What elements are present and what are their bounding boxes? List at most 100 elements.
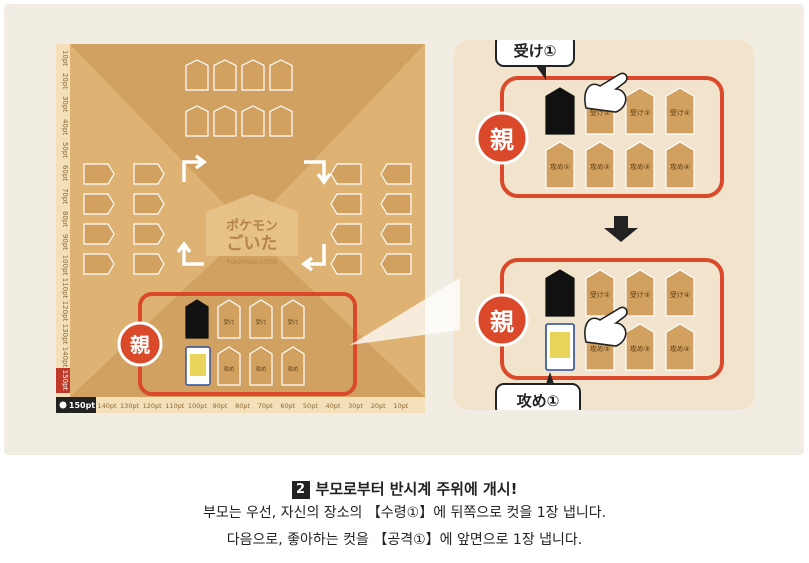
bottom-callout-pointer bbox=[546, 372, 554, 384]
my-lower-slot bbox=[217, 346, 241, 386]
diagram-lower-slot-label: 攻め① bbox=[550, 162, 570, 171]
parent-badge bbox=[117, 321, 163, 367]
bottom-callout-box bbox=[495, 383, 581, 410]
bottom-scale-tick: 30pt bbox=[348, 402, 363, 410]
side-scale-highlight bbox=[56, 368, 70, 393]
pokemon-card-art bbox=[190, 354, 206, 376]
opponent-side-slot bbox=[83, 253, 115, 275]
opponent-side-slot bbox=[83, 163, 115, 185]
diagram-lower-slot bbox=[625, 323, 655, 371]
diagram-lower-slot bbox=[665, 323, 695, 371]
opponent-side-slot bbox=[133, 193, 165, 215]
opponent-slot bbox=[213, 105, 237, 137]
bottom-scale-tick: 20pt bbox=[371, 402, 386, 410]
opponent-side-slot bbox=[133, 223, 165, 245]
top-callout-label: 受け① bbox=[514, 42, 557, 60]
top-callout-pointer bbox=[536, 66, 546, 80]
bottom-scale-tick: 60pt bbox=[280, 402, 295, 410]
diagram-lower-slot-label: 攻め③ bbox=[630, 162, 650, 171]
my-upper-slot-label: 受け bbox=[223, 318, 235, 326]
opponent-side-slot bbox=[330, 223, 362, 245]
opponent-side-slot bbox=[330, 193, 362, 215]
bottom-scale-tick: 90pt bbox=[213, 402, 228, 410]
side-scale-tick: 30pt bbox=[61, 96, 69, 112]
diagram-lower-slot bbox=[545, 141, 575, 189]
diagram-upper-slot bbox=[625, 269, 655, 317]
opponent-side-slot bbox=[380, 253, 412, 275]
side-scale-tick: 70pt bbox=[61, 188, 69, 204]
turn-arrow-icon bbox=[182, 244, 204, 266]
pokemon-card-art bbox=[550, 332, 570, 358]
opponent-slot bbox=[185, 105, 209, 137]
parent-badge bbox=[475, 293, 529, 347]
diagram-lower-slot-label: 攻め④ bbox=[670, 344, 690, 353]
bottom-scale-tick: 110pt bbox=[165, 402, 185, 410]
opponent-side-slot bbox=[380, 163, 412, 185]
side-scale-tick: 10pt bbox=[61, 50, 69, 66]
diagram-upper-slot bbox=[625, 87, 655, 135]
side-scale-tick: 90pt bbox=[61, 234, 69, 250]
turn-arrow-head bbox=[176, 241, 192, 254]
bottom-callout-label: 攻め① bbox=[517, 392, 560, 410]
zoom-connector bbox=[350, 278, 460, 345]
opponent-slot bbox=[269, 105, 293, 137]
diagram-upper-slot-label: 受け② bbox=[590, 108, 610, 117]
board-triangle-left bbox=[70, 44, 248, 397]
turn-arrow-head bbox=[316, 172, 332, 185]
my-lower-slot-label: 攻め bbox=[255, 365, 266, 373]
turn-arrow-head bbox=[194, 154, 207, 170]
opponent-slot bbox=[213, 59, 237, 91]
logo-subtitle: POKEMON GOITA bbox=[227, 259, 279, 266]
side-scale-tick: 50pt bbox=[61, 142, 69, 158]
bottom-scale-tick: 50pt bbox=[303, 402, 318, 410]
pointing-hand-icon bbox=[584, 72, 628, 113]
diagram-lower-slot-label: 攻め④ bbox=[670, 162, 690, 171]
side-scale-tick: 150pt bbox=[61, 370, 69, 391]
turn-arrow-icon bbox=[304, 244, 326, 266]
my-lower-slot-label: 攻め bbox=[223, 365, 234, 373]
diagram-upper-slot-label: 受け④ bbox=[670, 108, 690, 117]
side-scale-tick: 130pt bbox=[61, 324, 69, 345]
side-scale-tick: 60pt bbox=[61, 165, 69, 181]
diagram-lower-slot-label: 攻め③ bbox=[630, 344, 650, 353]
diagram-upper-slot-label: 受け② bbox=[590, 290, 610, 299]
diagram-upper-slot-label: 受け③ bbox=[630, 290, 650, 299]
diagram-upper-slot bbox=[585, 269, 615, 317]
opponent-slot bbox=[185, 59, 209, 91]
bottom-scale-tick: 80pt bbox=[235, 402, 250, 410]
step-title: 2 부모로부터 반시계 주위에 개시! bbox=[0, 478, 809, 499]
my-upper-slot-label: 受け bbox=[255, 318, 267, 326]
turn-arrow-icon bbox=[182, 160, 204, 182]
diagram-upper-slot bbox=[665, 269, 695, 317]
my-upper-slot-label: 受け bbox=[287, 318, 299, 326]
side-scale-tick: 100pt bbox=[61, 255, 69, 276]
diagram-lower-slot-label: 攻め② bbox=[590, 344, 610, 353]
bottom-scale-highlight bbox=[56, 397, 96, 413]
my-lower-slot-label: 攻め bbox=[287, 365, 298, 373]
step-number: 2 bbox=[291, 481, 310, 499]
bottom-scale-tick: 130pt bbox=[120, 402, 140, 410]
my-lower-slot bbox=[249, 346, 273, 386]
opponent-side-slot bbox=[133, 163, 165, 185]
diagram-lower-slot bbox=[585, 141, 615, 189]
parent-badge bbox=[475, 111, 529, 165]
instruction-line-2: 다음으로, 좋아하는 컷을 【공격①】에 앞면으로 1장 냅니다. bbox=[226, 532, 583, 548]
my-upper-slot bbox=[217, 299, 241, 339]
turn-arrow-icon bbox=[304, 160, 326, 182]
side-scale-tick: 40pt bbox=[61, 119, 69, 135]
diagram-upper-slot-label: 受け④ bbox=[670, 290, 690, 299]
my-lower-slot bbox=[281, 346, 305, 386]
bottom-scale-tick: 40pt bbox=[326, 402, 341, 410]
side-scale bbox=[56, 44, 70, 413]
top-callout-box bbox=[495, 40, 575, 67]
pokeball-icon bbox=[59, 401, 67, 409]
side-scale-tick: 20pt bbox=[61, 73, 69, 89]
diagram-upper-slot bbox=[665, 87, 695, 135]
diagram-lower-slot bbox=[665, 141, 695, 189]
diagram-lower-slot bbox=[625, 141, 655, 189]
side-scale-tick: 120pt bbox=[61, 301, 69, 322]
opponent-slot bbox=[269, 59, 293, 91]
side-scale-tick: 140pt bbox=[61, 347, 69, 368]
step-title-text: 부모로부터 반시계 주위에 개시! bbox=[315, 480, 518, 498]
bottom-scale-tick: 140pt bbox=[97, 402, 117, 410]
